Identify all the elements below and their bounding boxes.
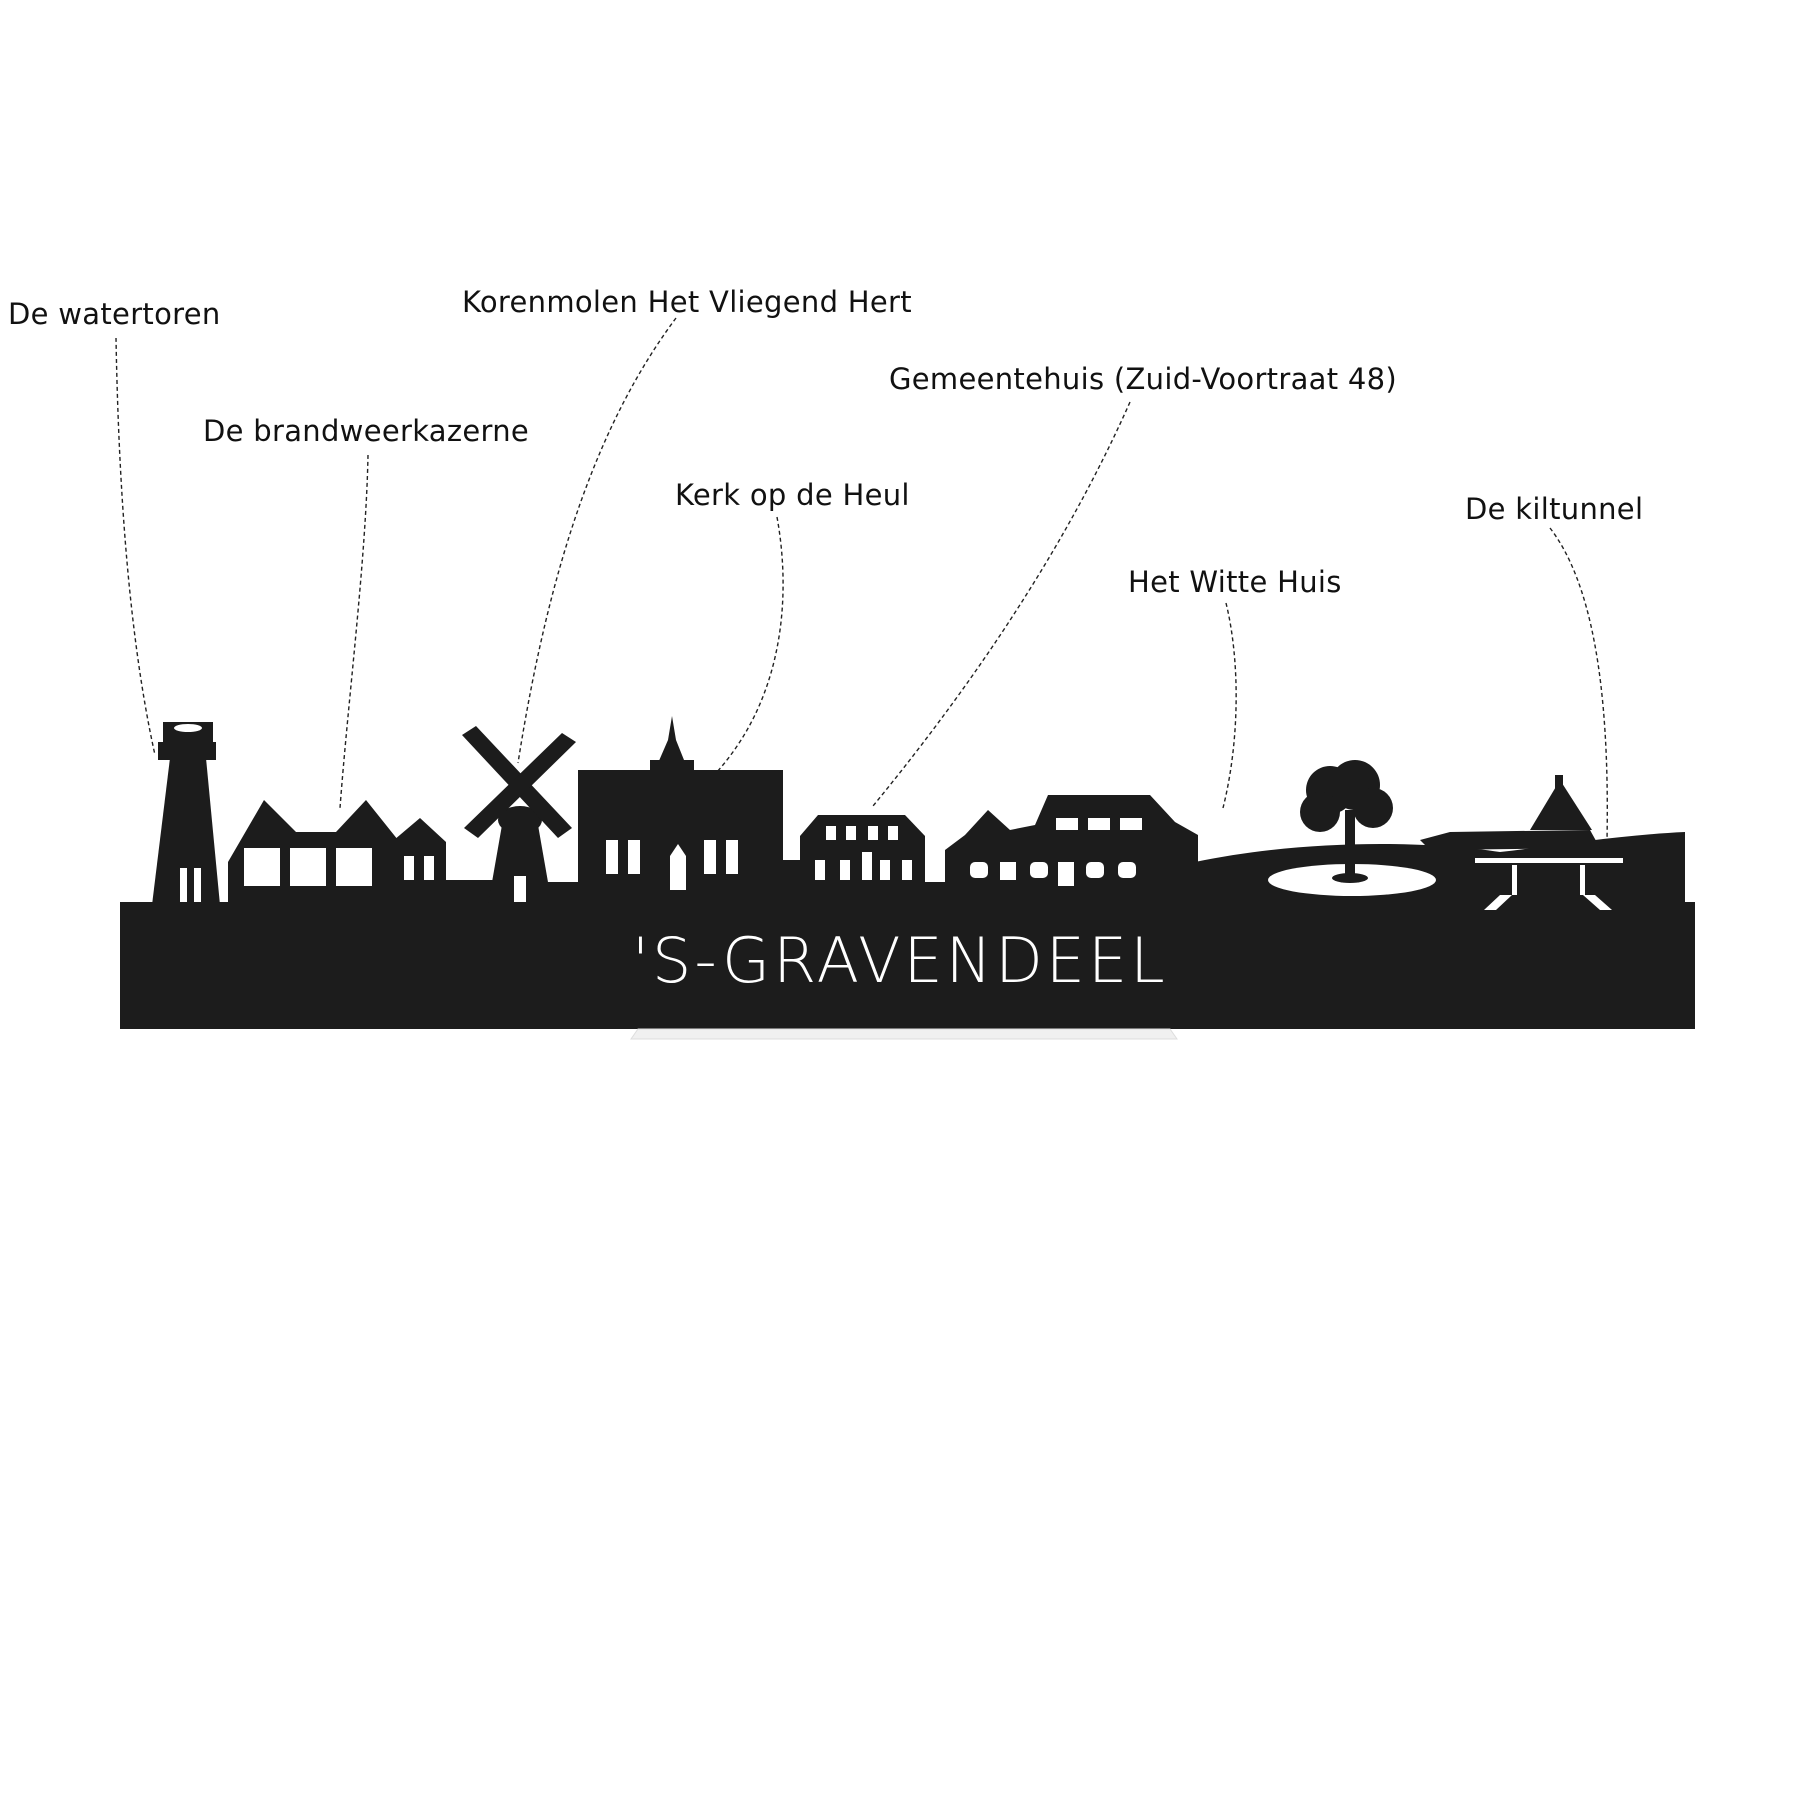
leader-gemeentehuis <box>872 401 1131 807</box>
brandweerkazerne-shape <box>228 800 510 905</box>
leader-brandweerkazerne <box>339 454 369 809</box>
leader-kiltunnel <box>1549 527 1608 841</box>
houses-shape <box>945 795 1198 905</box>
gemeentehuis-shape <box>800 815 955 905</box>
label-brandweerkazerne: De brandweerkazerne <box>203 414 530 448</box>
leader-kerk <box>715 516 784 774</box>
watertoren-shape <box>152 722 220 905</box>
witte-huis-shape <box>1195 760 1685 905</box>
korenmolen-shape <box>462 726 580 905</box>
stand-base <box>630 1028 1178 1040</box>
label-witte-huis: Het Witte Huis <box>1128 565 1342 599</box>
label-kiltunnel: De kiltunnel <box>1465 492 1644 526</box>
leader-witte-huis <box>1222 602 1237 809</box>
kerk-shape <box>578 716 803 905</box>
base-plate <box>120 902 1695 1029</box>
leader-watertoren <box>115 337 156 756</box>
leader-lines <box>115 317 1608 841</box>
town-name: 'S-GRAVENDEEL <box>632 924 1168 997</box>
label-watertoren: De watertoren <box>8 297 221 331</box>
skyline-silhouette <box>120 716 1695 1040</box>
label-gemeentehuis: Gemeentehuis (Zuid-Voortraat 48) <box>889 362 1398 396</box>
kiltunnel-shape <box>1420 775 1623 910</box>
leader-korenmolen <box>517 317 677 764</box>
label-korenmolen: Korenmolen Het Vliegend Hert <box>462 285 912 319</box>
label-kerk: Kerk op de Heul <box>675 478 910 512</box>
